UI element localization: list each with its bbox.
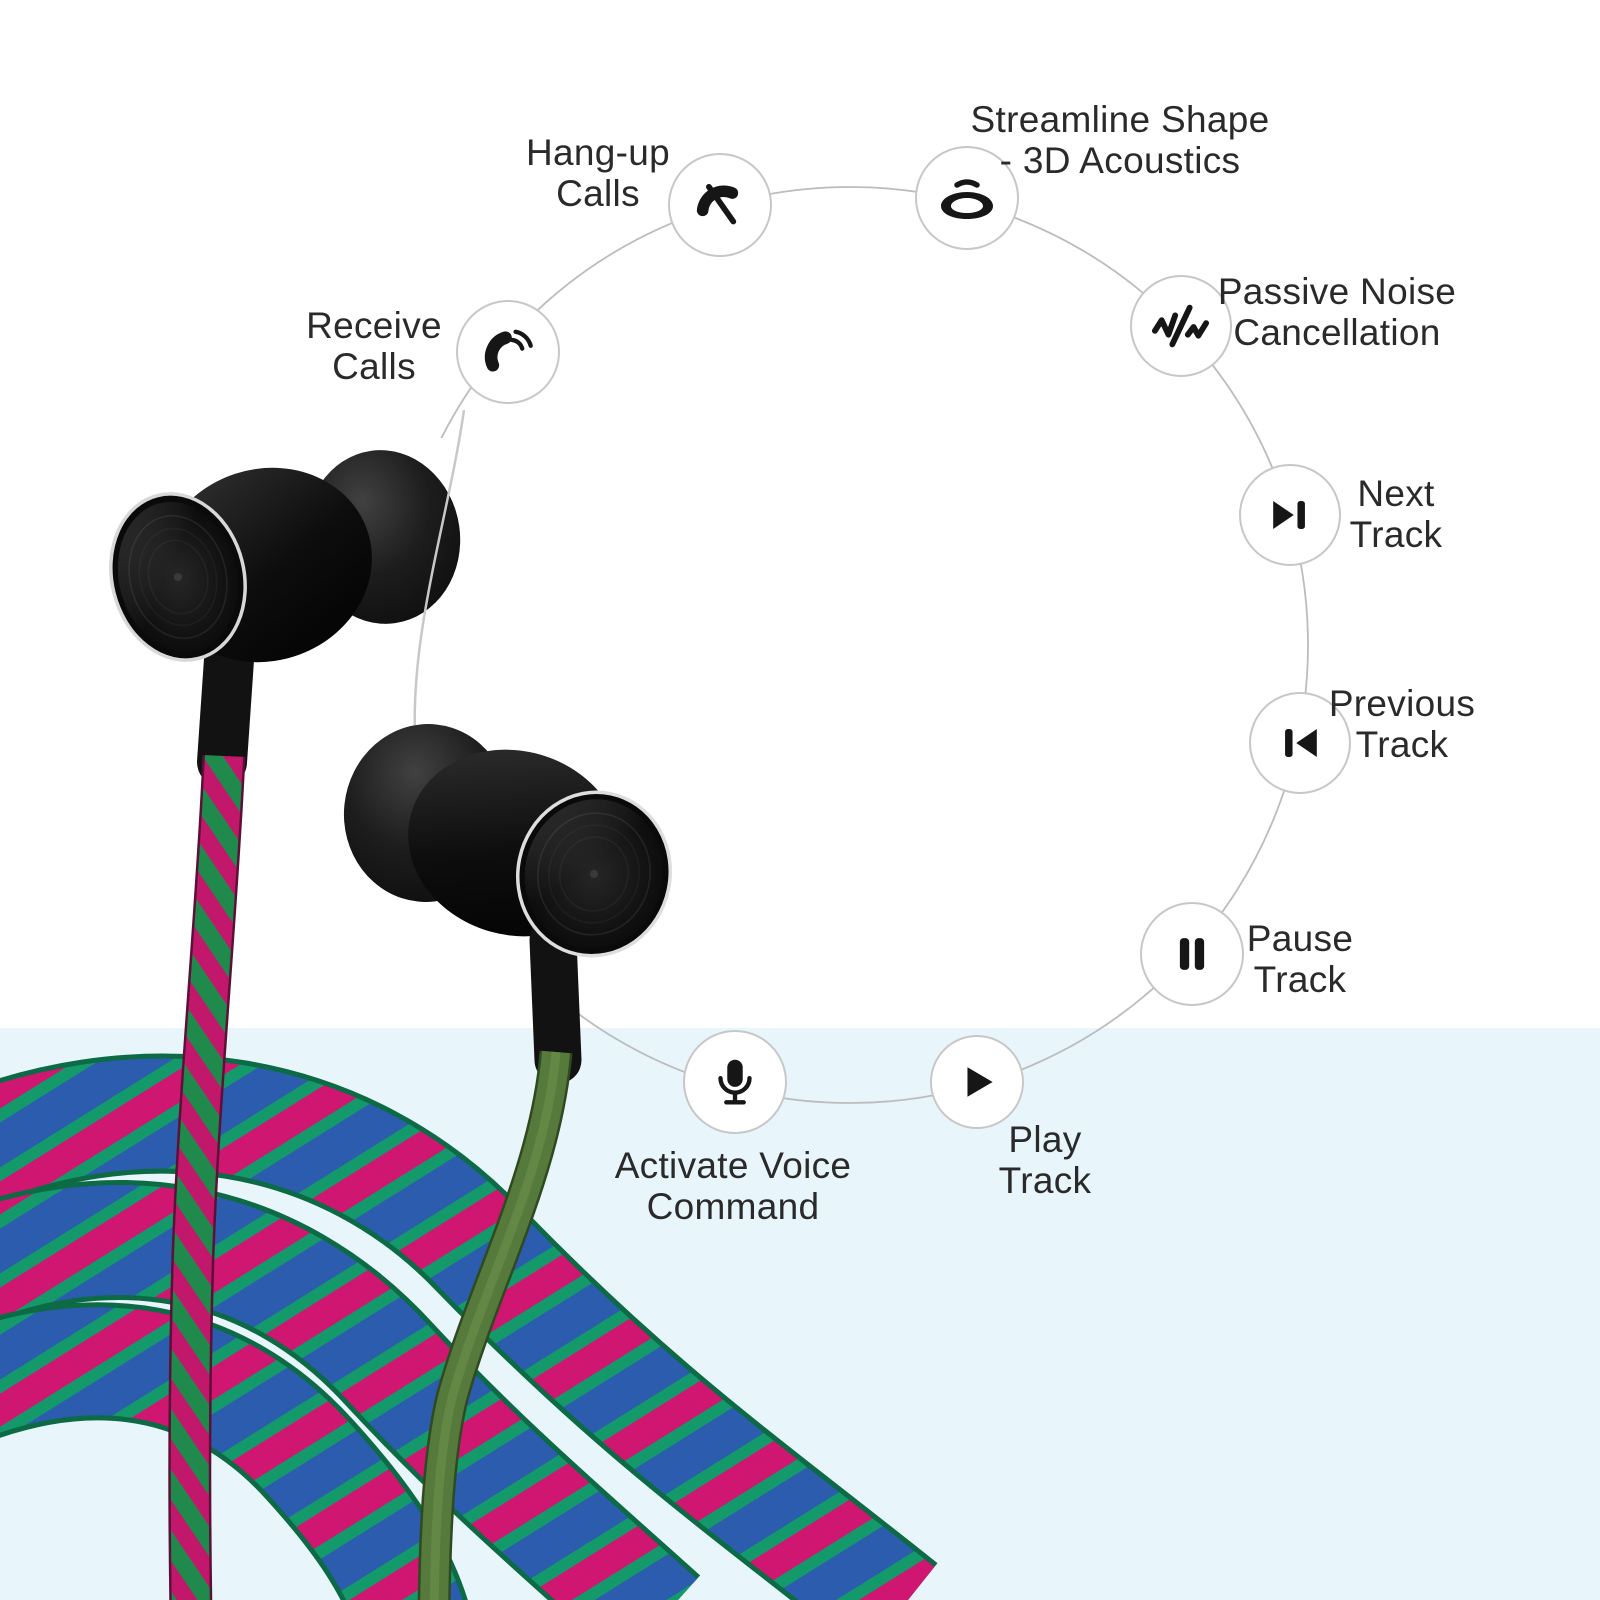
feature-node-pause-track [1140, 902, 1244, 1006]
label-line: Track [1355, 724, 1449, 765]
feature-node-receive-calls [456, 300, 560, 404]
feature-node-voice-command [683, 1030, 787, 1134]
label-line: Track [1349, 514, 1443, 555]
next-track-icon [1273, 501, 1305, 529]
feature-node-3d-acoustics [915, 146, 1019, 250]
phone-hangup-icon [696, 183, 739, 225]
feature-node-noise-cancellation [1130, 275, 1232, 377]
feature-node-next-track [1239, 464, 1341, 566]
left-striped-cable [168, 755, 246, 1600]
left-earbud [109, 450, 461, 787]
label-line: Activate Voice [614, 1145, 852, 1186]
feature-label-voice-command: Activate Voice Command [615, 1145, 852, 1227]
label-line: Previous [1328, 683, 1476, 724]
feature-node-play-track [930, 1035, 1024, 1129]
feature-label-play-track: Play Track [999, 1119, 1092, 1201]
label-line: Calls [556, 173, 640, 214]
feature-label-noise-cancellation: Passive Noise Cancellation [1218, 271, 1456, 353]
feature-label-next-track: Next Track [1350, 473, 1443, 555]
feature-label-previous-track: Previous Track [1329, 683, 1475, 765]
label-line: Receive [306, 305, 442, 346]
right-earbud [343, 724, 673, 1084]
label-line: Pause [1246, 918, 1354, 959]
thin-earbud-wire [413, 409, 466, 736]
play-icon [967, 1067, 993, 1097]
label-line: Next [1357, 473, 1435, 514]
right-green-cable [417, 1050, 573, 1600]
label-line: Play [1008, 1119, 1082, 1160]
left-strain-relief [197, 620, 255, 787]
right-strain-relief [529, 916, 582, 1084]
feature-node-previous-track [1249, 692, 1351, 794]
label-line: Track [998, 1160, 1092, 1201]
label-line: Hang-up [525, 132, 671, 173]
surround-sound-icon [941, 179, 993, 219]
label-line: - 3D Acoustics [999, 140, 1241, 181]
left-face-disc [109, 492, 247, 662]
label-line: Cancellation [1233, 312, 1441, 353]
feature-node-hangup-calls [668, 153, 772, 257]
feature-label-receive-calls: Receive Calls [306, 305, 442, 387]
braided-rope [0, 1053, 938, 1600]
noise-cancellation-icon [1152, 304, 1210, 348]
label-line: Calls [332, 346, 416, 387]
label-line: Passive Noise [1217, 271, 1457, 312]
microphone-icon [718, 1059, 752, 1105]
feature-label-3d-acoustics: Streamline Shape - 3D Acoustics [971, 99, 1270, 181]
label-line: Track [1253, 959, 1347, 1000]
phone-receive-icon [484, 329, 533, 372]
feature-label-hangup-calls: Hang-up Calls [526, 132, 670, 214]
right-face-disc [515, 790, 673, 958]
previous-track-icon [1285, 729, 1317, 757]
label-line: Streamline Shape [970, 99, 1270, 140]
pause-icon [1179, 938, 1205, 970]
feature-label-pause-track: Pause Track [1247, 918, 1353, 1000]
label-line: Command [646, 1186, 820, 1227]
